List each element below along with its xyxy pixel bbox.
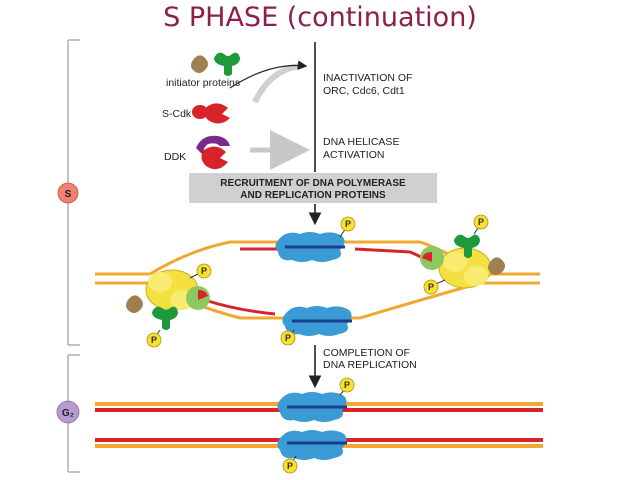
daughter-duplex-2: P <box>95 430 543 474</box>
phosphate-markers-bubble: P P P P P P <box>146 214 489 348</box>
helicase-label-line2: ACTIVATION <box>323 149 384 161</box>
scdk-icon <box>192 103 230 124</box>
phospho-label: P <box>285 333 291 343</box>
released-initiator-left <box>126 295 178 330</box>
initiator-proteins-label: initiator proteins <box>166 77 240 89</box>
phospho-label: P <box>201 266 207 276</box>
slide-title: S PHASE (continuation) <box>163 2 477 33</box>
inactivation-label-line2: ORC, Cdc6, Cdt1 <box>323 85 405 97</box>
g2-phase-badge: G₂ <box>56 400 80 424</box>
recruitment-label-line1: RECRUITMENT OF DNA POLYMERASE <box>220 178 406 189</box>
polymerase-bottom <box>282 306 352 336</box>
g2-phase-label: G₂ <box>62 408 74 419</box>
s-phase-badge: S <box>57 182 79 204</box>
initiator-curved-arrow <box>252 63 301 104</box>
phospho-label: P <box>344 380 350 390</box>
s-phase-label: S <box>65 189 72 200</box>
scdk-label: S-Cdk <box>162 108 192 120</box>
completion-label-line2: DNA REPLICATION <box>323 359 417 371</box>
inactivation-arrow <box>229 60 308 89</box>
recruitment-box: RECRUITMENT OF DNA POLYMERASE AND REPLIC… <box>189 173 437 203</box>
polymerase-top <box>275 232 345 262</box>
phospho-label: P <box>428 282 434 292</box>
ddk-label: DDK <box>164 151 186 163</box>
released-initiator-right <box>454 234 505 275</box>
phospho-label: P <box>287 461 293 471</box>
phospho-label: P <box>478 217 484 227</box>
recruitment-label-line2: AND REPLICATION PROTEINS <box>240 190 386 201</box>
helicase-label-line1: DNA HELICASE <box>323 136 399 148</box>
helicase-right <box>420 246 492 289</box>
daughter-duplex-1: P <box>95 377 543 422</box>
phospho-label: P <box>345 219 351 229</box>
inactivation-label-line1: INACTIVATION OF <box>323 72 412 84</box>
initiator-proteins-icon <box>191 52 240 76</box>
completion-label-line1: COMPLETION OF <box>323 347 410 359</box>
helicase-left <box>145 269 210 311</box>
ddk-icon <box>196 135 230 170</box>
phospho-label: P <box>151 335 157 345</box>
